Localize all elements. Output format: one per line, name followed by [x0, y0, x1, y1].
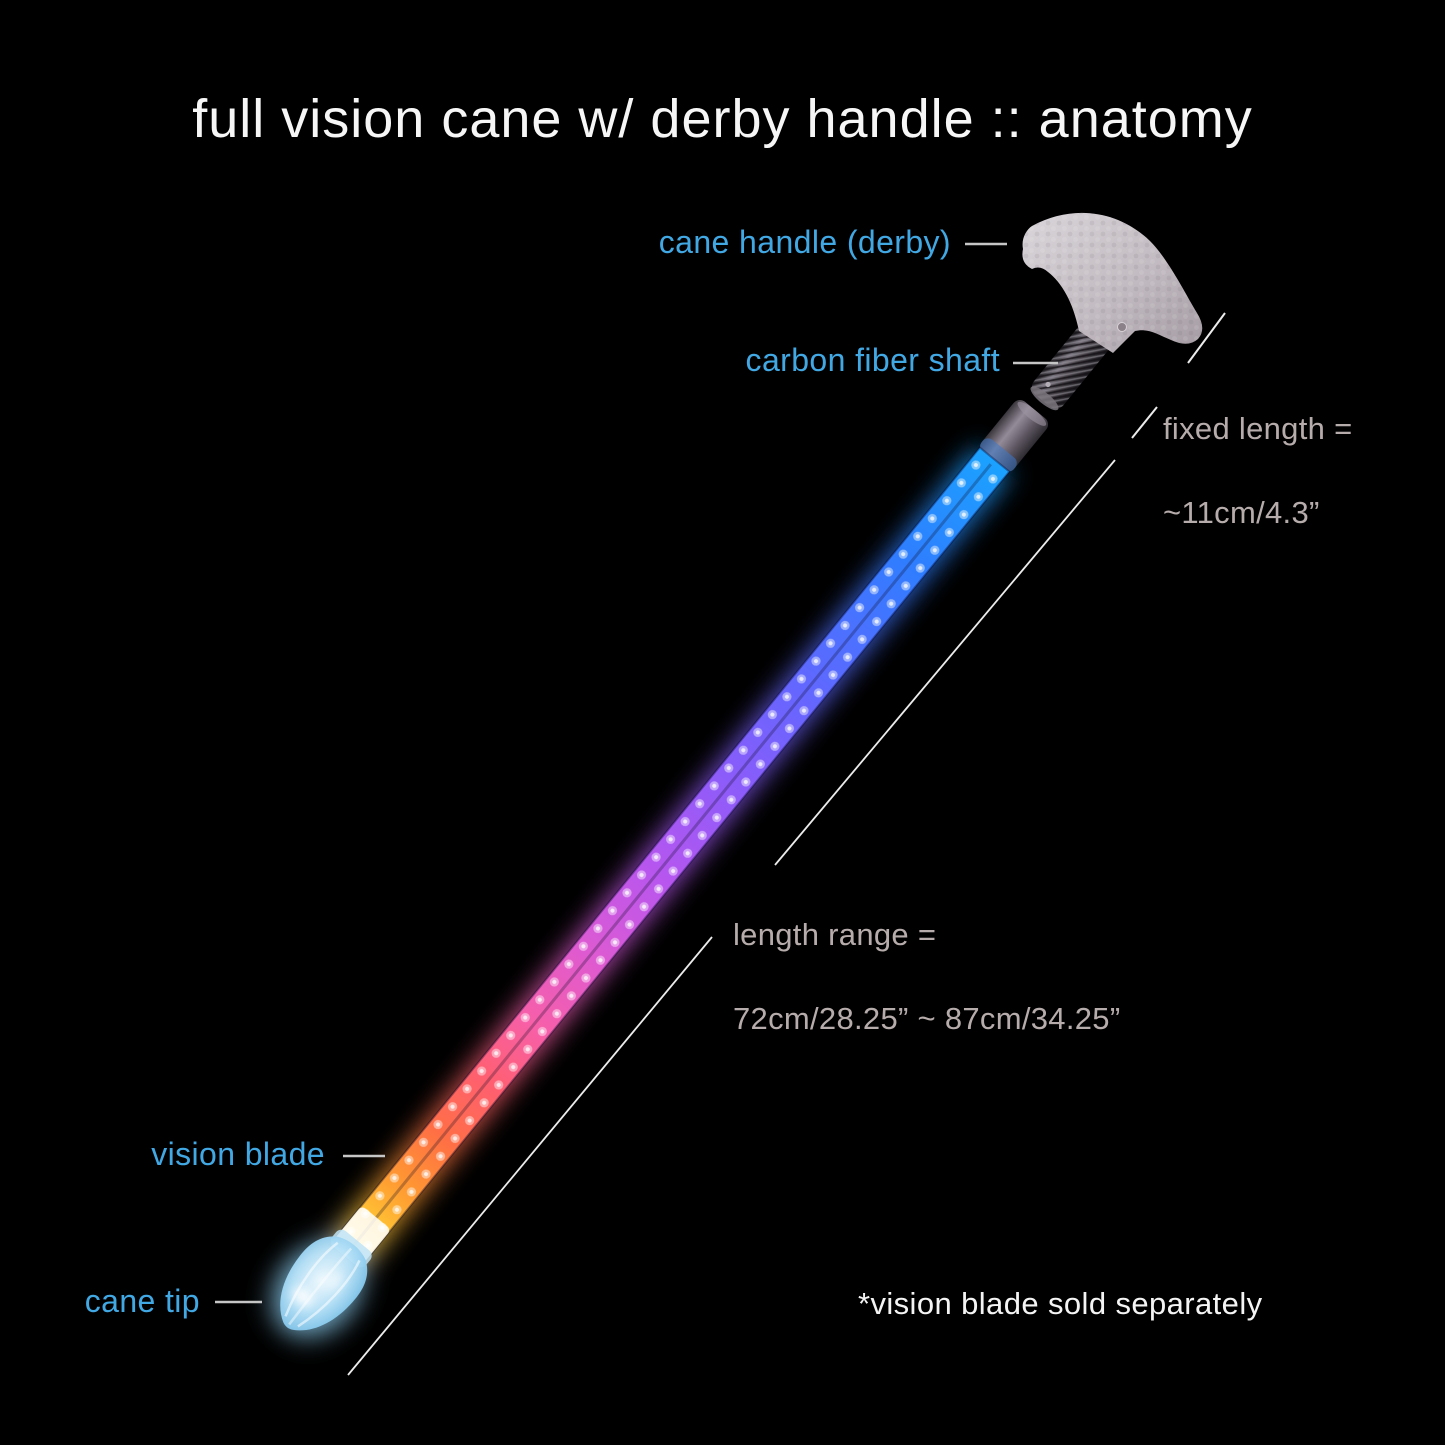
fixed-length-tick-upper — [1187, 312, 1226, 364]
length-range-measurement: length range = 72cm/28.25” ~ 87cm/34.25” — [733, 872, 1120, 1082]
length-range-line-lower — [347, 936, 713, 1376]
cane-shaft-group — [272, 316, 1116, 1338]
shaft-screw-icon — [1045, 381, 1051, 388]
cane-tip-shape — [280, 1229, 372, 1331]
length-range-line-upper — [774, 459, 1116, 866]
label-carbon-fiber-shaft: carbon fiber shaft — [745, 342, 1000, 378]
footnote: *vision blade sold separately — [858, 1286, 1263, 1321]
vision-blade-shape — [328, 446, 1011, 1270]
led-dots-overlay — [330, 447, 1010, 1269]
handle-screw-icon — [1117, 322, 1127, 332]
label-cane-tip: cane tip — [84, 1283, 200, 1319]
fixed-length-measurement: fixed length = ~11cm/4.3” — [1163, 366, 1352, 576]
label-cane-handle: cane handle (derby) — [658, 224, 951, 260]
blade-center-seam — [347, 463, 992, 1253]
fixed-length-tick-lower — [1131, 406, 1158, 439]
fixed-length-line2: ~11cm/4.3” — [1163, 495, 1320, 530]
label-vision-blade: vision blade — [151, 1136, 325, 1172]
length-range-line2: 72cm/28.25” ~ 87cm/34.25” — [733, 1001, 1121, 1036]
fixed-length-line1: fixed length = — [1163, 411, 1353, 446]
page-title: full vision cane w/ derby handle :: anat… — [192, 89, 1253, 149]
coupler-shape — [979, 399, 1049, 472]
length-range-line1: length range = — [733, 917, 937, 952]
derby-handle-shape — [1022, 212, 1203, 353]
